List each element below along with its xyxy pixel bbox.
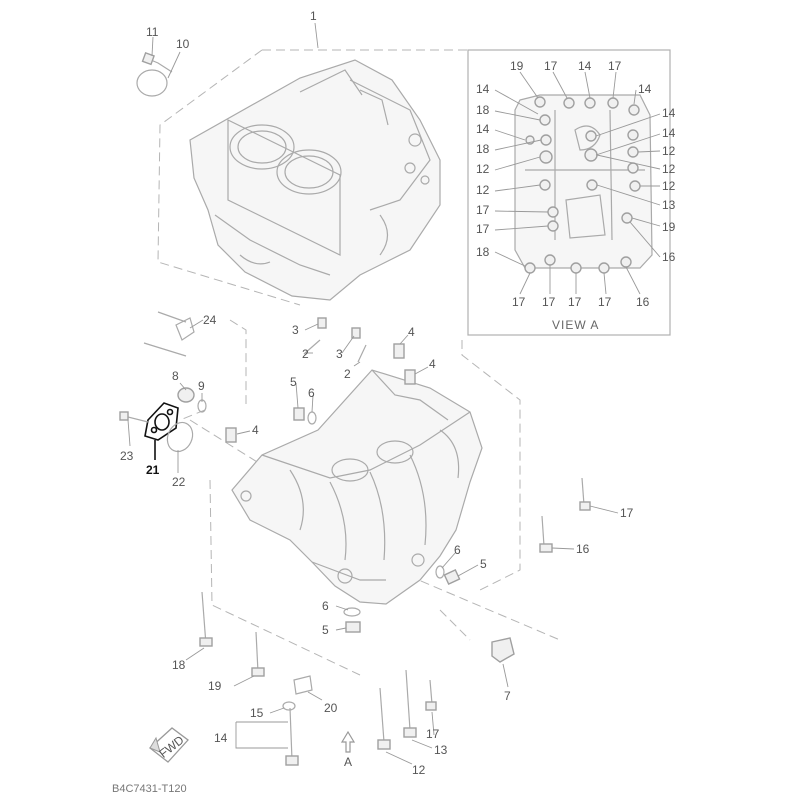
view-a-labels: 19 17 14 17 14 18 14 18 12 12 17 17 18 1… [476,59,676,332]
view-a-label-17: 17 [608,59,622,73]
callout-16a: 16 [576,542,590,556]
view-a-label-14: 14 [476,122,490,136]
bolt-24 [157,311,187,323]
view-a-title: VIEW A [552,318,599,332]
callout-3a: 3 [292,323,299,337]
diagram-code: B4C7431-T120 [112,783,187,795]
view-a-label-16: 16 [662,250,676,264]
callout-labels: 1 11 10 24 8 9 3 2 3 2 4 4 4 5 6 23 21 2… [120,9,634,777]
view-a-label-13: 13 [662,198,676,212]
view-a-label-18: 18 [476,142,490,156]
grommet-8 [177,387,195,403]
small-parts [119,51,591,766]
view-a-label-16: 16 [636,295,650,309]
view-a-label-17: 17 [512,295,526,309]
callout-10: 10 [176,37,190,51]
bolt-19 [255,631,259,673]
view-a-label-12: 12 [476,162,490,176]
callout-1: 1 [310,9,317,23]
callout-18: 18 [172,658,186,672]
callout-6a: 6 [308,386,315,400]
callout-9: 9 [198,379,205,393]
callout-A: A [344,755,352,769]
callout-4c: 4 [252,423,259,437]
view-a-label-17: 17 [598,295,612,309]
callout-8: 8 [172,369,179,383]
lower-crankcase [231,369,483,605]
view-a-label-12: 12 [662,162,676,176]
view-a-label-17: 17 [542,295,556,309]
plug-7 [491,637,515,663]
view-a-label-12: 12 [662,144,676,158]
callout-4b: 4 [429,357,436,371]
callout-14: 14 [214,731,228,745]
view-a-label-17: 17 [544,59,558,73]
callout-19: 19 [208,679,222,693]
view-a-label-14: 14 [578,59,592,73]
view-a-label-18: 18 [476,103,490,117]
callout-12: 12 [412,763,426,777]
callout-2b: 2 [344,367,351,381]
callout-6c: 6 [322,599,329,613]
bolt-14 [289,707,293,761]
callout-23: 23 [120,449,134,463]
callout-4a: 4 [408,325,415,339]
fwd-badge: FWD [148,727,189,763]
leader-lines [127,22,619,765]
callout-7: 7 [504,689,511,703]
callout-22: 22 [172,475,186,489]
callout-15: 15 [250,706,264,720]
callout-17a: 17 [620,506,634,520]
view-a-label-17: 17 [568,295,582,309]
dowel-4c [225,427,237,443]
view-a-label-14: 14 [662,126,676,140]
view-a-label-19: 19 [662,220,676,234]
callout-2a: 2 [302,347,309,361]
callout-3b: 3 [336,347,343,361]
view-a-label-12: 12 [662,179,676,193]
bolt-16 [541,515,545,547]
gasket-22 [166,421,194,453]
view-a-label-19: 19 [510,59,524,73]
view-a-label-17: 17 [476,222,490,236]
view-a-label-12: 12 [476,183,490,197]
view-a-label-14: 14 [638,82,652,96]
callout-11: 11 [146,25,159,39]
view-a-label-14: 14 [476,82,490,96]
view-a-arrow [340,730,356,753]
callout-6b: 6 [454,543,461,557]
view-a-border [467,49,671,336]
bolt-17a [581,477,585,506]
callout-13: 13 [434,743,448,757]
callout-5b: 5 [480,557,487,571]
callout-5c: 5 [322,623,329,637]
view-a-frame [467,49,671,336]
o-ring-10 [136,69,168,97]
dowel-4a [393,343,405,359]
bolt-18 [201,591,207,646]
callout-20: 20 [324,701,338,715]
view-a-label-18: 18 [476,245,490,259]
callout-5a: 5 [290,375,297,389]
view-a-label-17: 17 [476,203,490,217]
view-a-detail [494,71,661,295]
clip-20 [293,675,313,695]
callout-21: 21 [146,463,160,477]
cover-21 [144,402,179,441]
dowel-4b [404,369,416,385]
view-a-label-14: 14 [662,106,676,120]
callout-17b: 17 [426,727,440,741]
upper-crankcase [189,59,441,301]
callout-24: 24 [203,313,217,327]
